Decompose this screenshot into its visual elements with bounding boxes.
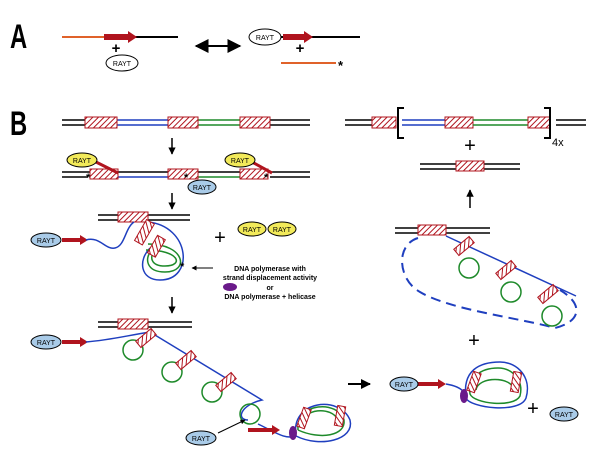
excised-circle-product [418, 361, 529, 409]
multi-loop-intermediate [62, 318, 352, 443]
svg-text:DNA polymerase with: DNA polymerase with [234, 266, 306, 273]
polymerase-icon [223, 283, 237, 291]
svg-text:RAYT: RAYT [37, 340, 56, 347]
svg-text:RAYT: RAYT [243, 227, 262, 234]
plus-sign: + [464, 135, 476, 157]
panel-a-plus-right: + [296, 40, 305, 57]
rayt-protein-yellow: RAYT [224, 152, 256, 168]
nick-icon: * [86, 172, 91, 184]
svg-text:strand displacement activity: strand displacement activity [223, 275, 317, 282]
panel-label-b: B [10, 105, 27, 143]
panel-a-plus-left: + [112, 40, 121, 57]
plus-sign: + [214, 227, 226, 249]
dashed-loop-intermediate [395, 224, 578, 330]
svg-text:RAYT: RAYT [273, 227, 292, 234]
released-orange-strand: * [281, 58, 344, 73]
nick-icon: * [264, 172, 269, 184]
rayt-protein-blue: RAYT [30, 334, 62, 350]
rayt-protein-yellow: RAYT [237, 221, 267, 237]
rayt-protein: RAYT [248, 28, 282, 46]
rayt-protein-blue: RAYT [185, 430, 217, 446]
rayt-protein-blue: RAYT [549, 406, 579, 422]
svg-text:RAYT: RAYT [231, 158, 250, 165]
panel-label-a: A [10, 18, 27, 56]
rayt-protein-blue: RAYT [389, 376, 419, 392]
svg-text:RAYT: RAYT [37, 238, 56, 245]
rayt-nicked-duplex: * * * [62, 160, 310, 184]
repeat-count-label: 4x [552, 137, 564, 149]
svg-text:DNA polymerase + helicase: DNA polymerase + helicase [224, 294, 315, 301]
rayt-protein-blue: RAYT [187, 179, 217, 195]
pointer-arrow [217, 419, 246, 434]
single-element-product [420, 160, 520, 172]
rayt-protein-yellow: RAYT [66, 152, 98, 168]
polymerase-legend: DNA polymerase with strand displacement … [223, 266, 317, 301]
plus-sign: + [468, 330, 480, 352]
rayt-protein: RAYT [105, 54, 139, 72]
amplified-repeat-product [345, 107, 586, 139]
svg-text:RAYT: RAYT [256, 35, 275, 42]
plus-sign: + [527, 398, 539, 420]
rayt-protein-blue: RAYT [30, 232, 62, 248]
nick-icon: * [184, 172, 189, 184]
nick-icon: * [180, 261, 185, 273]
svg-text:RAYT: RAYT [395, 382, 414, 389]
svg-text:RAYT: RAYT [555, 412, 574, 419]
svg-text:RAYT: RAYT [192, 436, 211, 443]
svg-text:RAYT: RAYT [193, 185, 212, 192]
svg-text:RAYT: RAYT [113, 61, 132, 68]
panel-a-right-strand [281, 31, 360, 43]
svg-text:or: or [267, 285, 274, 292]
panel-a-left-strand [62, 31, 178, 43]
starting-dna-duplex [62, 116, 310, 129]
rayt-protein-yellow: RAYT [267, 221, 297, 237]
svg-text:RAYT: RAYT [73, 158, 92, 165]
nick-icon: * [338, 58, 344, 73]
strand-displacement-intermediate: * [62, 211, 190, 281]
